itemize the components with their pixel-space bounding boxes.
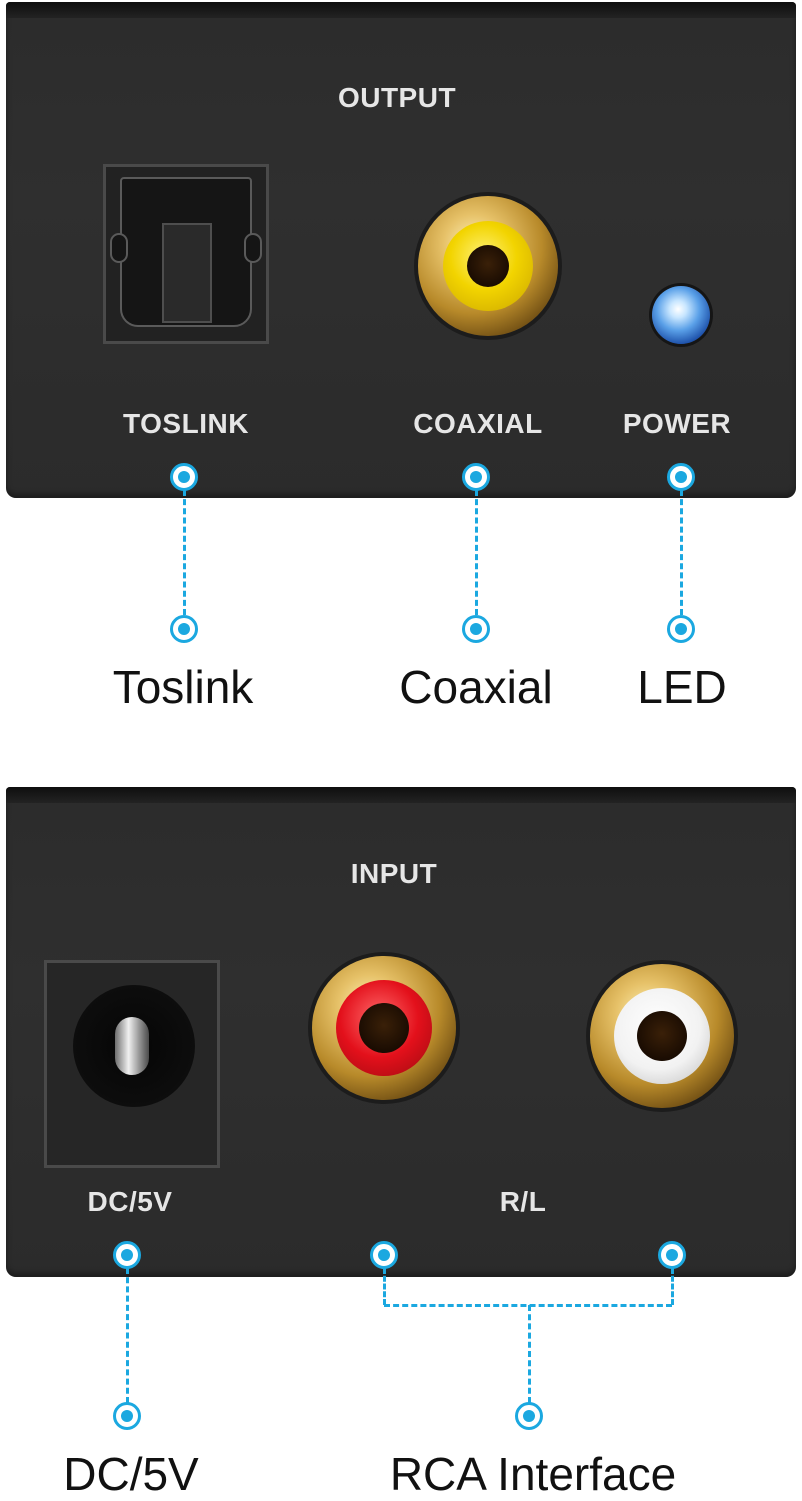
led-icon <box>652 286 710 344</box>
callout-line <box>679 490 683 615</box>
callout-dot-icon <box>462 615 490 643</box>
callout-dot-icon <box>658 1241 686 1269</box>
led-callout: LED <box>637 661 727 713</box>
callout-dot-icon <box>170 615 198 643</box>
callout-dot-icon <box>113 1241 141 1269</box>
rl-port-label: R/L <box>499 1186 547 1217</box>
callout-line <box>670 1268 674 1305</box>
callout-dot-icon <box>462 463 490 491</box>
dc-callout: DC/5V <box>63 1448 199 1500</box>
callout-dot-icon <box>667 615 695 643</box>
power-port-label: POWER <box>622 408 732 439</box>
output-heading: OUTPUT <box>337 82 457 113</box>
rca-right-jack-icon <box>312 956 456 1100</box>
callout-dot-icon <box>515 1402 543 1430</box>
coaxial-jack-icon <box>418 196 558 336</box>
callout-line <box>527 1305 531 1403</box>
rca-left-jack-icon <box>590 964 734 1108</box>
panel-edge <box>6 2 796 18</box>
callout-dot-icon <box>667 463 695 491</box>
coaxial-callout: Coaxial <box>399 661 553 713</box>
panel-edge <box>6 787 796 803</box>
callout-dot-icon <box>370 1241 398 1269</box>
input-heading: INPUT <box>350 858 438 889</box>
toslink-callout: Toslink <box>112 661 254 713</box>
callout-dot-icon <box>113 1402 141 1430</box>
coaxial-port-label: COAXIAL <box>413 408 543 439</box>
callout-line <box>125 1268 129 1403</box>
callout-dot-icon <box>170 463 198 491</box>
toslink-port-label: TOSLINK <box>123 408 249 439</box>
dc-port-label: DC/5V <box>87 1186 173 1217</box>
callout-line <box>182 490 186 615</box>
dc-jack-icon <box>44 960 220 1168</box>
callout-line <box>474 490 478 615</box>
optical-port-icon <box>103 164 269 344</box>
callout-line <box>382 1268 386 1305</box>
rca-callout: RCA Interface <box>389 1448 677 1500</box>
